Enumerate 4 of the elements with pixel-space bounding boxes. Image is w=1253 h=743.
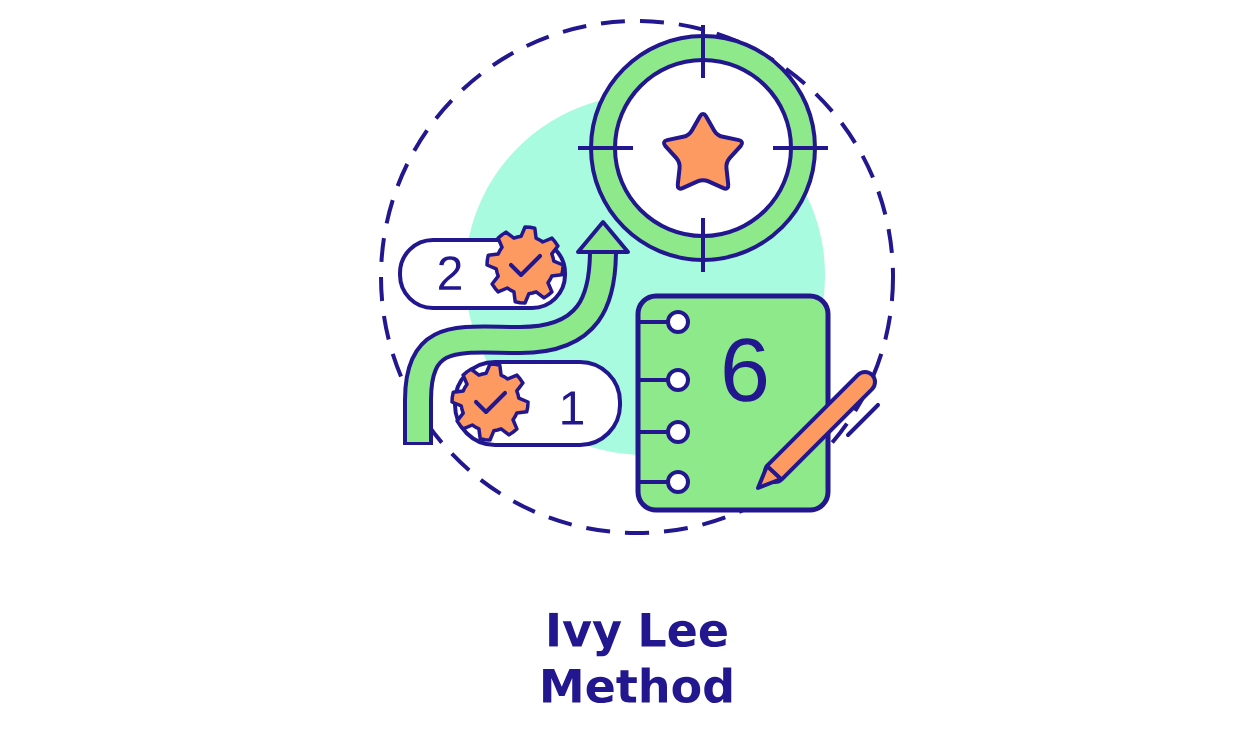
number: 1 — [562, 391, 583, 425]
number: 6 — [724, 338, 767, 402]
title: Ivy Lee Method — [543, 612, 732, 704]
number: 2 — [439, 256, 461, 290]
